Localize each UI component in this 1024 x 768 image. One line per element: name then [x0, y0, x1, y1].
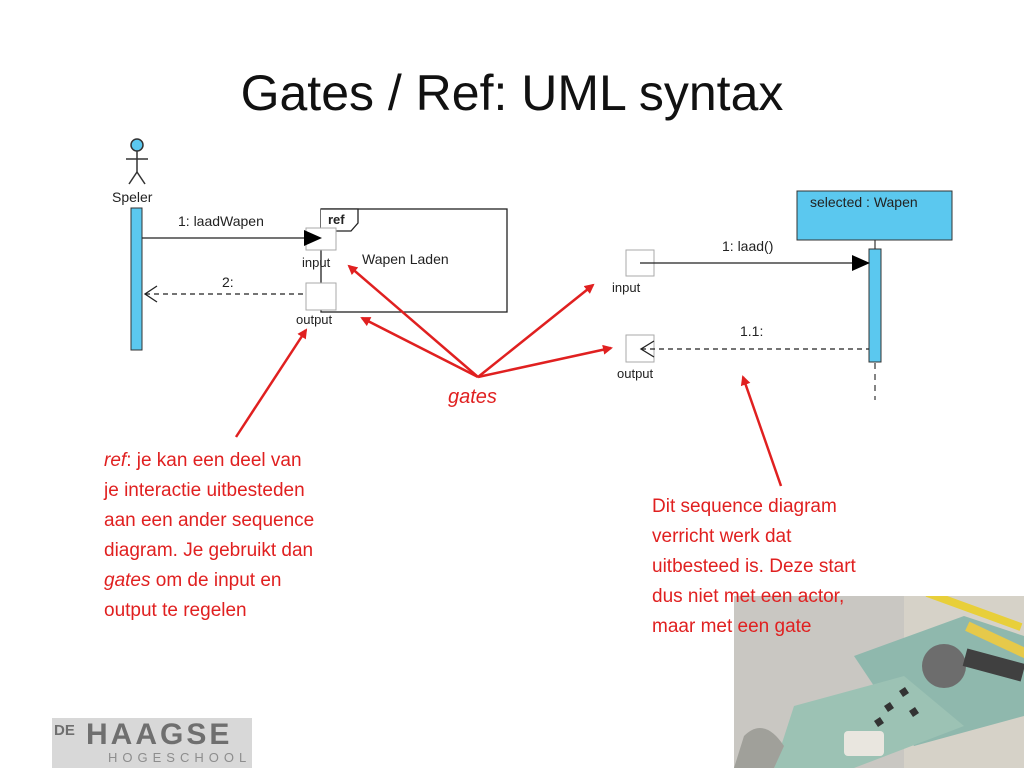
note-line: diagram. Je gebruikt dan: [104, 540, 314, 561]
logo-name: HAAGSE: [86, 718, 233, 751]
open-arrowhead-icon: [639, 340, 655, 358]
open-arrowhead-icon: [143, 285, 158, 303]
left-message-2-label: 2:: [222, 274, 234, 290]
gates-term: gates: [104, 570, 151, 591]
right-message-1-label: 1: laad(): [722, 238, 773, 254]
lifeline-activation-bar: [868, 248, 882, 363]
right-input-gate-label: input: [612, 280, 641, 295]
note-line: aan een ander sequence: [104, 510, 315, 531]
ref-name: Wapen Laden: [362, 251, 449, 267]
ref-explanation-note: ref: je kan een deel van je interactie u…: [104, 446, 314, 626]
note-line: Dit sequence diagram: [652, 496, 837, 517]
note-line: verricht werk dat: [652, 526, 792, 547]
note-line: output te regelen: [104, 600, 247, 621]
ref-term: ref: [104, 450, 127, 471]
school-logo: DE HAAGSE HOGESCHOOL: [52, 718, 252, 768]
note-line: om de input en: [150, 570, 282, 591]
lifeline-head-label: selected : Wapen: [810, 194, 918, 210]
right-explanation-note: Dit sequence diagram verricht werk dat u…: [652, 492, 856, 642]
note-line: : je kan een deel van: [126, 450, 302, 471]
slide-title: Gates / Ref: UML syntax: [240, 65, 784, 121]
note-line: maar met een gate: [652, 616, 812, 637]
filled-arrowhead-icon: [304, 230, 322, 246]
left-output-gate-label: output: [296, 312, 333, 327]
right-output-gate-label: output: [617, 366, 654, 381]
gates-label: gates: [448, 386, 497, 408]
left-message-1-label: 1: laadWapen: [178, 213, 264, 229]
actor-label: Speler: [112, 189, 153, 205]
actor-activation-bar: [130, 207, 143, 351]
tools-photo: [734, 596, 1024, 768]
left-output-gate: [305, 282, 337, 311]
ref-tag: ref: [328, 212, 345, 227]
logo-prefix: DE: [54, 722, 75, 739]
note-line: dus niet met een actor,: [652, 586, 845, 607]
note-line: je interactie uitbesteden: [104, 480, 305, 501]
gate-pointer-arrows: [234, 264, 783, 487]
left-input-gate-label: input: [302, 255, 331, 270]
right-message-2-label: 1.1:: [740, 323, 763, 339]
filled-arrowhead-icon: [852, 255, 870, 271]
ref-frame: [320, 208, 508, 313]
lifeline-head: [796, 190, 953, 241]
logo-sub: HOGESCHOOL: [108, 750, 252, 765]
right-output-gate: [625, 334, 655, 363]
note-line: uitbesteed is. Deze start: [652, 556, 856, 577]
actor-stick-figure-icon: [126, 138, 148, 185]
